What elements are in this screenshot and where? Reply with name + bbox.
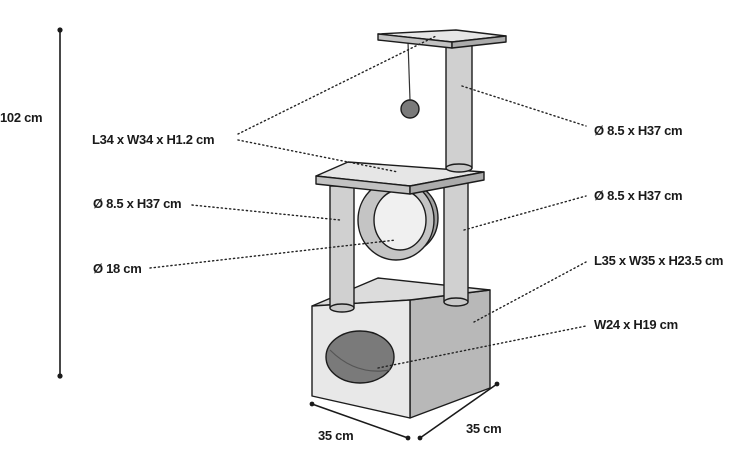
- base-depth-dimension-line: [419, 383, 498, 439]
- tunnel: [357, 179, 439, 261]
- label-left-post: Ø 8.5 x H37 cm: [93, 196, 181, 211]
- base-width-dimension-line: [311, 403, 409, 439]
- label-top-post: Ø 8.5 x H37 cm: [594, 123, 682, 138]
- upper-post: [445, 43, 473, 169]
- leader-left-post: [191, 204, 341, 221]
- top-platform-edge-side: [451, 35, 507, 49]
- base-box-entrance: [325, 330, 395, 384]
- label-base-depth: 35 cm: [466, 421, 501, 436]
- leader-top-post: [461, 85, 587, 127]
- base-depth-endpoint-left: [417, 435, 423, 441]
- leader-base-box: [473, 261, 587, 323]
- base-depth-dimension: [417, 381, 500, 441]
- base-width-endpoint-left: [309, 401, 315, 407]
- label-base-width: 35 cm: [318, 428, 353, 443]
- cat-tree-illustration: [311, 29, 507, 419]
- label-entrance: W24 x H19 cm: [594, 317, 678, 332]
- leader-middle-platform: [237, 139, 399, 173]
- height-dimension-endpoint-top: [57, 27, 63, 33]
- dimension-labels: 102 cm L34 x W34 x H1.2 cm Ø 8.5 x H37 c…: [0, 110, 723, 443]
- lower-right-post: [443, 179, 469, 303]
- middle-platform-edge-side: [409, 171, 485, 195]
- upper-post-foot: [445, 163, 473, 173]
- lower-left-post-foot: [329, 303, 355, 313]
- label-right-post: Ø 8.5 x H37 cm: [594, 188, 682, 203]
- leader-right-post: [463, 195, 587, 231]
- height-dimension-endpoint-bottom: [57, 373, 63, 379]
- base-width-endpoint-right: [405, 435, 411, 441]
- label-top-platform: L34 x W34 x H1.2 cm: [92, 132, 214, 147]
- leader-top-platform: [237, 35, 437, 135]
- toy-string: [407, 41, 411, 101]
- leader-lines: [149, 35, 587, 369]
- label-total-height: 102 cm: [0, 110, 42, 125]
- leader-tunnel: [149, 239, 397, 269]
- height-dimension: [57, 27, 63, 379]
- entrance-inner-shadow: [329, 349, 391, 372]
- leader-entrance: [377, 325, 587, 369]
- lower-right-post-foot: [443, 297, 469, 307]
- label-tunnel: Ø 18 cm: [93, 261, 142, 276]
- base-depth-endpoint-right: [494, 381, 500, 387]
- base-width-dimension: [309, 401, 411, 441]
- base-box-side: [409, 289, 491, 419]
- hanging-ball-toy: [400, 99, 420, 119]
- tunnel-opening: [373, 189, 427, 251]
- label-base-box: L35 x W35 x H23.5 cm: [594, 253, 723, 268]
